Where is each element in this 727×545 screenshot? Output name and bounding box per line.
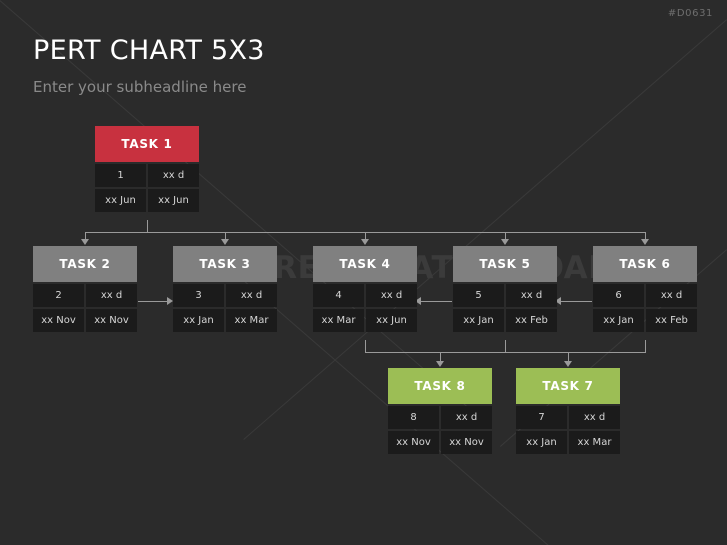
node-task2-start: xx Nov <box>33 309 84 332</box>
node-task4-row-top: 4 xx d <box>313 284 417 307</box>
node-task6-row-top: 6 xx d <box>593 284 697 307</box>
node-task8-end: xx Nov <box>441 431 492 454</box>
node-task8-row-bottom: xx Nov xx Nov <box>388 431 492 454</box>
connector-drop-task5 <box>505 232 506 240</box>
connector-stub-task4-down <box>365 340 366 352</box>
connector-task6-to-task5 <box>560 301 592 302</box>
connector-stub-task1 <box>147 220 148 232</box>
connector-drop-task4 <box>365 232 366 240</box>
connector-drop-task2 <box>85 232 86 240</box>
node-task8-duration: xx d <box>441 406 492 429</box>
node-task1-end: xx Jun <box>148 189 199 212</box>
node-task6-end: xx Feb <box>646 309 697 332</box>
node-task5-start: xx Jan <box>453 309 504 332</box>
arrow-down-icon-task7 <box>564 361 572 367</box>
connector-task5-to-task4 <box>420 301 452 302</box>
node-task6-duration: xx d <box>646 284 697 307</box>
node-task4-duration: xx d <box>366 284 417 307</box>
node-task4-header: TASK 4 <box>313 246 417 282</box>
node-task1-row-top: 1 xx d <box>95 164 199 187</box>
node-task3-end: xx Mar <box>226 309 277 332</box>
connector-drop-task8 <box>440 352 441 362</box>
connector-bus-row3 <box>365 352 646 353</box>
node-task5[interactable]: TASK 5 5 xx d xx Jan xx Feb <box>453 246 557 332</box>
page-subtitle: Enter your subheadline here <box>33 78 247 96</box>
node-task7-header: TASK 7 <box>516 368 620 404</box>
node-task2-duration: xx d <box>86 284 137 307</box>
node-task5-row-top: 5 xx d <box>453 284 557 307</box>
node-task5-end: xx Feb <box>506 309 557 332</box>
node-task1[interactable]: TASK 1 1 xx d xx Jun xx Jun <box>95 126 199 212</box>
node-task7[interactable]: TASK 7 7 xx d xx Jan xx Mar <box>516 368 620 454</box>
connector-drop-task3 <box>225 232 226 240</box>
node-task6-start: xx Jan <box>593 309 644 332</box>
watermark: PRESENTATIONLOAD <box>250 250 615 286</box>
node-task8-row-top: 8 xx d <box>388 406 492 429</box>
node-task3-row-top: 3 xx d <box>173 284 277 307</box>
page-title: PERT CHART 5X3 <box>33 35 265 66</box>
node-task4-row-bottom: xx Mar xx Jun <box>313 309 417 332</box>
slide-code-label: #D0631 <box>667 8 713 19</box>
node-task2[interactable]: TASK 2 2 xx d xx Nov xx Nov <box>33 246 137 332</box>
connector-stub-task5-down <box>505 340 506 352</box>
node-task4-id: 4 <box>313 284 364 307</box>
node-task2-row-bottom: xx Nov xx Nov <box>33 309 137 332</box>
arrow-down-icon-task4 <box>361 239 369 245</box>
connector-drop-task6 <box>645 232 646 240</box>
node-task7-end: xx Mar <box>569 431 620 454</box>
node-task7-id: 7 <box>516 406 567 429</box>
node-task7-row-top: 7 xx d <box>516 406 620 429</box>
node-task3-duration: xx d <box>226 284 277 307</box>
arrow-down-icon-task5 <box>501 239 509 245</box>
node-task1-duration: xx d <box>148 164 199 187</box>
arrow-down-icon-task3 <box>221 239 229 245</box>
node-task2-id: 2 <box>33 284 84 307</box>
node-task4-start: xx Mar <box>313 309 364 332</box>
node-task5-id: 5 <box>453 284 504 307</box>
node-task3-start: xx Jan <box>173 309 224 332</box>
arrow-left-icon-task4 <box>415 297 421 305</box>
node-task7-duration: xx d <box>569 406 620 429</box>
node-task1-header: TASK 1 <box>95 126 199 162</box>
node-task8-id: 8 <box>388 406 439 429</box>
node-task4[interactable]: TASK 4 4 xx d xx Mar xx Jun <box>313 246 417 332</box>
node-task6-id: 6 <box>593 284 644 307</box>
node-task2-row-top: 2 xx d <box>33 284 137 307</box>
node-task8-start: xx Nov <box>388 431 439 454</box>
node-task6[interactable]: TASK 6 6 xx d xx Jan xx Feb <box>593 246 697 332</box>
node-task7-row-bottom: xx Jan xx Mar <box>516 431 620 454</box>
node-task4-end: xx Jun <box>366 309 417 332</box>
node-task2-end: xx Nov <box>86 309 137 332</box>
node-task2-header: TASK 2 <box>33 246 137 282</box>
connector-drop-task7 <box>568 352 569 362</box>
node-task1-start: xx Jun <box>95 189 146 212</box>
node-task7-start: xx Jan <box>516 431 567 454</box>
arrow-left-icon-task5 <box>555 297 561 305</box>
arrow-right-icon-task3 <box>167 297 173 305</box>
arrow-down-icon-task8 <box>436 361 444 367</box>
arrow-down-icon-task6 <box>641 239 649 245</box>
node-task8-header: TASK 8 <box>388 368 492 404</box>
node-task5-duration: xx d <box>506 284 557 307</box>
connector-task2-to-task3 <box>138 301 168 302</box>
node-task5-header: TASK 5 <box>453 246 557 282</box>
node-task8[interactable]: TASK 8 8 xx d xx Nov xx Nov <box>388 368 492 454</box>
node-task3[interactable]: TASK 3 3 xx d xx Jan xx Mar <box>173 246 277 332</box>
node-task1-id: 1 <box>95 164 146 187</box>
node-task6-header: TASK 6 <box>593 246 697 282</box>
node-task1-row-bottom: xx Jun xx Jun <box>95 189 199 212</box>
arrow-down-icon-task2 <box>81 239 89 245</box>
connector-stub-task6-down <box>645 340 646 352</box>
node-task6-row-bottom: xx Jan xx Feb <box>593 309 697 332</box>
node-task3-row-bottom: xx Jan xx Mar <box>173 309 277 332</box>
node-task3-id: 3 <box>173 284 224 307</box>
node-task5-row-bottom: xx Jan xx Feb <box>453 309 557 332</box>
node-task3-header: TASK 3 <box>173 246 277 282</box>
